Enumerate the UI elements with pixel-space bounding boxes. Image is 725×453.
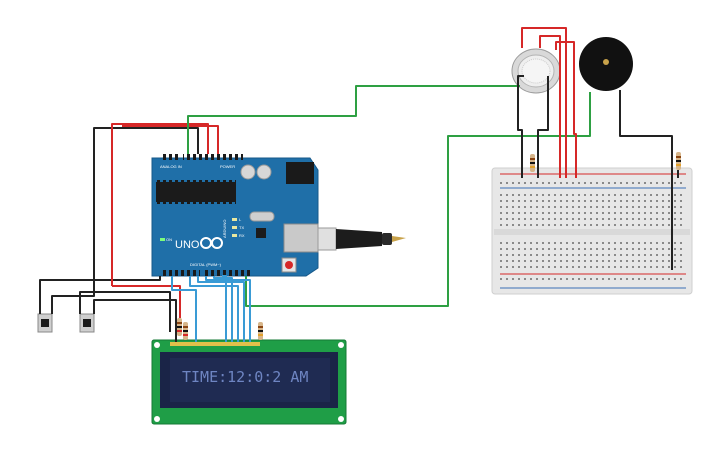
- wire-green[interactable]: [187, 85, 520, 154]
- wire-black[interactable]: [93, 299, 177, 342]
- crystal-icon: [249, 211, 275, 222]
- top-header-left: [183, 154, 243, 160]
- resistor-icon: [530, 154, 535, 172]
- pushbutton-icon[interactable]: [37, 313, 53, 333]
- wire-red[interactable]: [521, 27, 567, 178]
- resistor-icon: [676, 152, 681, 170]
- lcd-16x2-display[interactable]: TIME:12:0:2 AM: [151, 339, 347, 425]
- bottom-header-analog: [205, 270, 253, 276]
- top-header-aref: [163, 154, 181, 160]
- wire-blue[interactable]: [189, 276, 239, 342]
- resistor-icon: [258, 322, 263, 340]
- breadboard[interactable]: [491, 167, 693, 295]
- l-led-label: L: [239, 217, 242, 222]
- arduino-brand-label: ARDUINO: [222, 220, 227, 238]
- wire-blue[interactable]: [213, 276, 233, 342]
- wire-black[interactable]: [537, 76, 549, 178]
- wire-red[interactable]: [111, 123, 209, 286]
- lcd-pin-header: [170, 342, 260, 346]
- wire-red[interactable]: [555, 41, 577, 178]
- capacitor-icon: [256, 164, 272, 180]
- pushbutton-icon[interactable]: [79, 313, 95, 333]
- tx-led-label: TX: [239, 225, 244, 230]
- capacitor-icon: [240, 164, 256, 180]
- dc-power-jack: [286, 162, 314, 184]
- wire-blue[interactable]: [205, 276, 251, 342]
- rx-led-label: RX: [239, 233, 245, 238]
- wire-red[interactable]: [539, 35, 561, 178]
- reset-button[interactable]: [285, 261, 293, 269]
- arduino-logo-icon: [200, 237, 223, 249]
- power-header-label: POWER: [220, 164, 235, 169]
- resistor-icon: [177, 318, 182, 336]
- atmega-chip: [156, 182, 236, 202]
- wire-blue[interactable]: [197, 276, 245, 342]
- resistor-icon: [183, 322, 188, 340]
- wire-green[interactable]: [245, 92, 591, 307]
- wire-red[interactable]: [112, 285, 181, 318]
- tx-led: [232, 226, 237, 229]
- rx-led: [232, 234, 237, 237]
- wire-black[interactable]: [79, 291, 171, 332]
- lcd-text: TIME:12:0:2 AM: [182, 368, 308, 386]
- piezo-buzzer-icon[interactable]: [579, 37, 633, 91]
- wire-black[interactable]: [619, 90, 673, 270]
- bottom-header-power: [160, 270, 200, 276]
- lcd-screen: [170, 358, 330, 402]
- wire-blue[interactable]: [222, 275, 227, 342]
- wire-black[interactable]: [51, 127, 199, 314]
- on-led-label: ON: [166, 237, 172, 242]
- wire-black[interactable]: [517, 75, 524, 178]
- wire-black[interactable]: [39, 276, 161, 314]
- analog-header-label: ANALOG IN: [160, 164, 182, 169]
- arduino-uno-board[interactable]: UNO ARDUINO POWER ANALOG IN DIGITAL (PWM…: [151, 154, 319, 277]
- l-led: [232, 218, 237, 221]
- usb-port: [283, 223, 319, 253]
- uno-label: UNO: [175, 239, 200, 251]
- wire-blue[interactable]: [171, 276, 197, 342]
- usb-cable[interactable]: [317, 227, 406, 251]
- wire-red[interactable]: [122, 125, 219, 154]
- digital-header-label: DIGITAL (PWM~): [190, 262, 222, 267]
- power-led: [160, 238, 165, 241]
